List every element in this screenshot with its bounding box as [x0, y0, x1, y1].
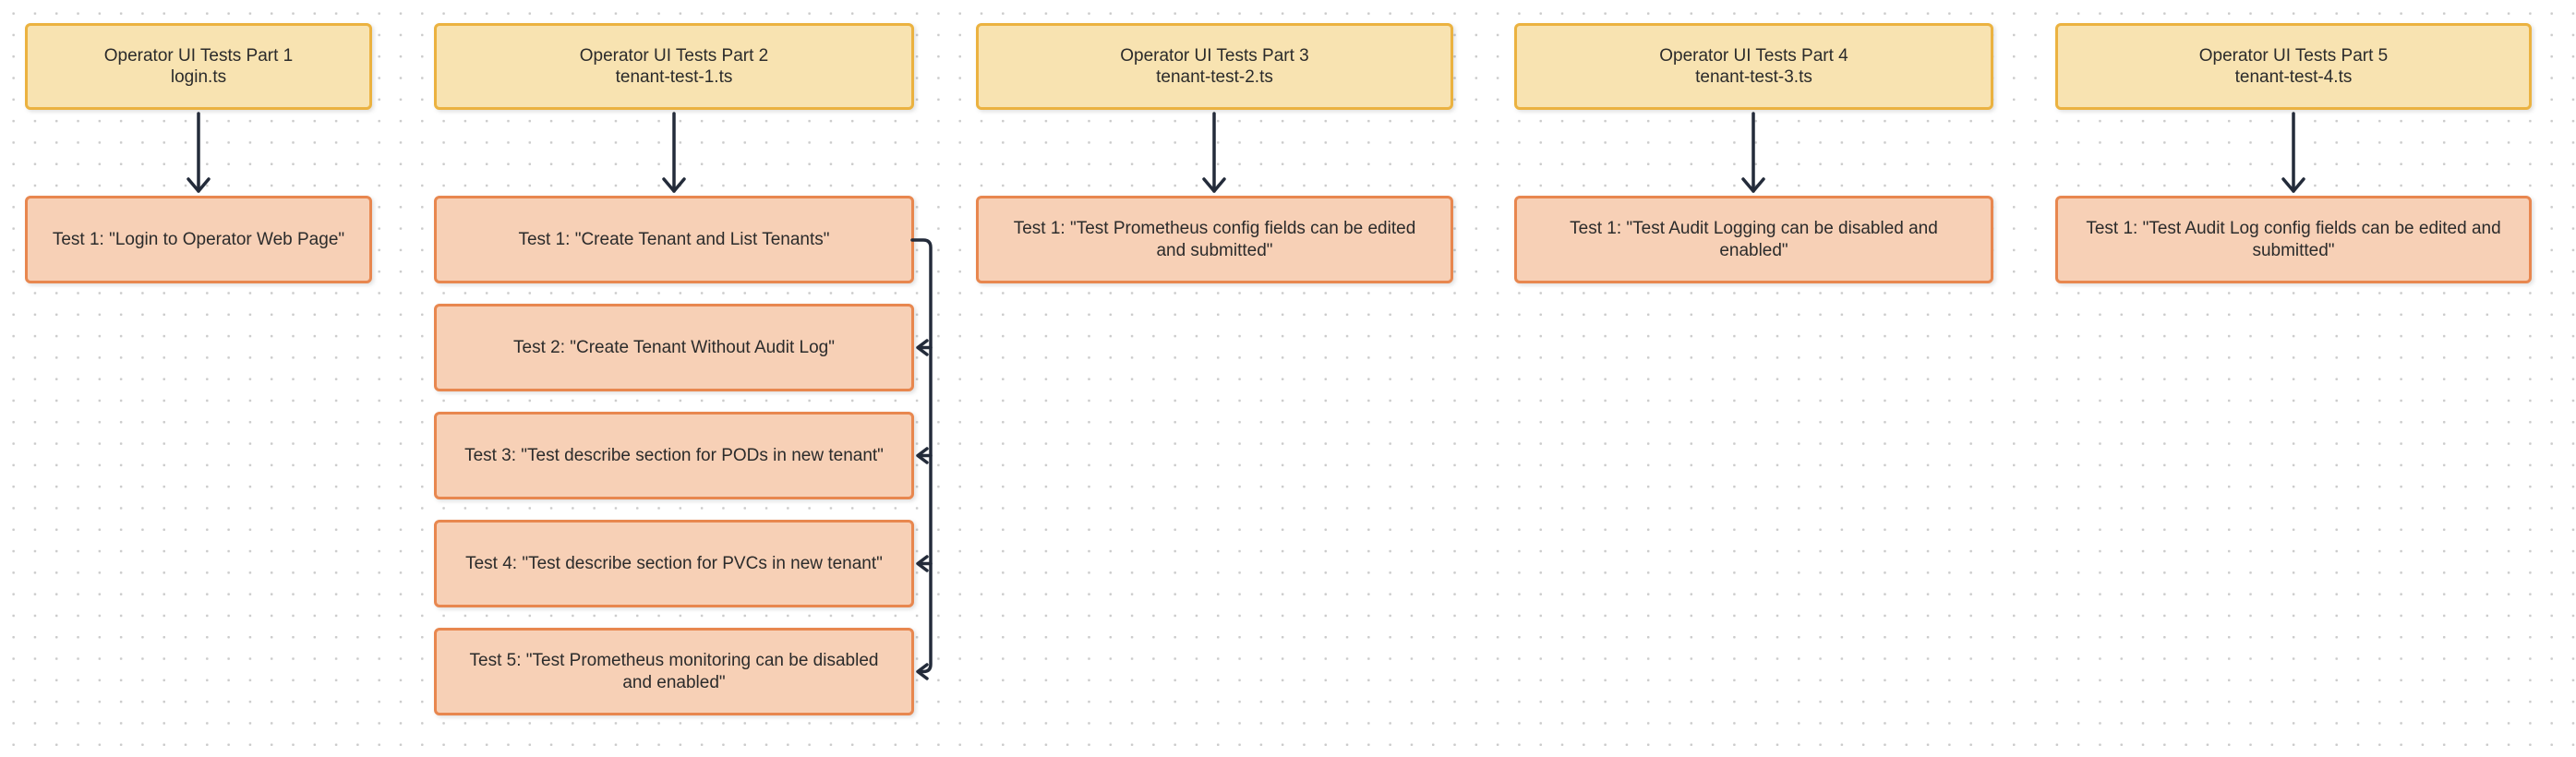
- arrow-down-icon: [1202, 112, 1226, 193]
- test-label: Test 1: "Test Audit Log config fields ca…: [2086, 219, 2501, 260]
- test-node[interactable]: Test 5: "Test Prometheus monitoring can …: [434, 628, 914, 715]
- suite-node-part2[interactable]: Operator UI Tests Part 2 tenant-test-1.t…: [434, 23, 914, 110]
- test-node[interactable]: Test 2: "Create Tenant Without Audit Log…: [434, 304, 914, 391]
- arrow-down-icon: [2281, 112, 2305, 193]
- test-node[interactable]: Test 1: "Test Audit Logging can be disab…: [1514, 196, 1993, 283]
- test-label: Test 3: "Test describe section for PODs …: [464, 445, 884, 465]
- arrow-down-icon: [1741, 112, 1765, 193]
- test-node[interactable]: Test 3: "Test describe section for PODs …: [434, 412, 914, 499]
- test-label: Test 5: "Test Prometheus monitoring can …: [469, 651, 879, 692]
- arrow-down-icon: [662, 112, 686, 193]
- test-node[interactable]: Test 1: "Create Tenant and List Tenants": [434, 196, 914, 283]
- suite-node-part3[interactable]: Operator UI Tests Part 3 tenant-test-2.t…: [976, 23, 1453, 110]
- suite-file: tenant-test-4.ts: [2234, 67, 2353, 87]
- suite-title: Operator UI Tests Part 4: [1659, 45, 1848, 66]
- suite-title: Operator UI Tests Part 2: [579, 45, 769, 66]
- arrow-down-icon: [187, 112, 211, 193]
- suite-file: tenant-test-1.ts: [615, 67, 733, 87]
- suite-file: tenant-test-3.ts: [1695, 67, 1812, 87]
- suite-file: tenant-test-2.ts: [1156, 67, 1273, 87]
- suite-node-part5[interactable]: Operator UI Tests Part 5 tenant-test-4.t…: [2055, 23, 2532, 110]
- test-label: Test 1: "Test Prometheus config fields c…: [1013, 219, 1416, 260]
- suite-title: Operator UI Tests Part 1: [103, 45, 294, 66]
- test-node[interactable]: Test 1: "Test Audit Log config fields ca…: [2055, 196, 2532, 283]
- test-label: Test 2: "Create Tenant Without Audit Log…: [513, 337, 835, 357]
- test-label: Test 4: "Test describe section for PVCs …: [465, 553, 883, 573]
- suite-title: Operator UI Tests Part 3: [1120, 45, 1309, 66]
- suite-title: Operator UI Tests Part 5: [2198, 45, 2389, 66]
- test-node[interactable]: Test 1: "Test Prometheus config fields c…: [976, 196, 1453, 283]
- test-label: Test 1: "Create Tenant and List Tenants": [518, 229, 830, 249]
- rail-connector-arrows-icon: [910, 238, 933, 680]
- suite-node-part1[interactable]: Operator UI Tests Part 1 login.ts: [25, 23, 372, 110]
- test-label: Test 1: "Login to Operator Web Page": [52, 229, 345, 249]
- test-node[interactable]: Test 4: "Test describe section for PVCs …: [434, 520, 914, 607]
- suite-node-part4[interactable]: Operator UI Tests Part 4 tenant-test-3.t…: [1514, 23, 1993, 110]
- test-label: Test 1: "Test Audit Logging can be disab…: [1570, 219, 1938, 260]
- test-node[interactable]: Test 1: "Login to Operator Web Page": [25, 196, 372, 283]
- suite-file: login.ts: [170, 67, 227, 87]
